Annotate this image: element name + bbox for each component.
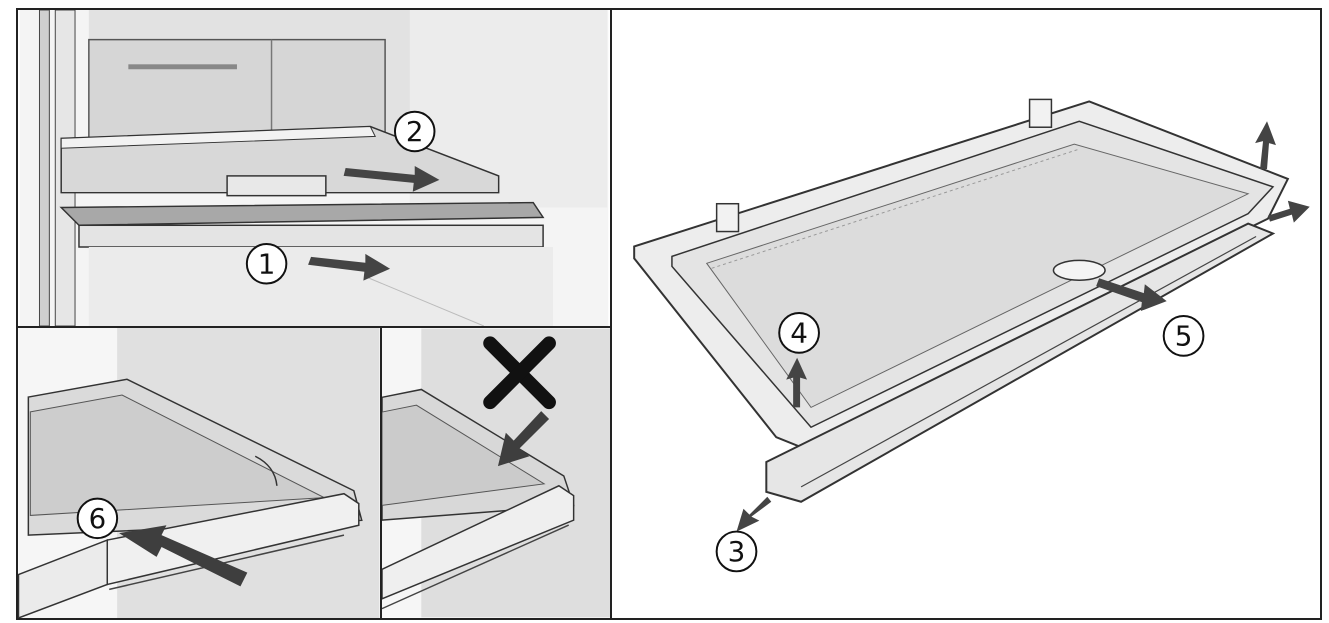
down-arrow-icon — [497, 411, 550, 467]
upper-drawer — [88, 38, 386, 140]
rear-clip — [1028, 98, 1053, 128]
glass-insert-illustration: 6 — [18, 328, 380, 618]
step-label-4: 4 — [790, 316, 808, 349]
pull-arrow-icon — [308, 253, 391, 281]
panel-wrong-insert — [380, 326, 612, 620]
front-rail — [382, 484, 575, 600]
cross-icon — [483, 336, 556, 410]
wrong-insert-illustration — [382, 328, 610, 618]
step-label-5: 5 — [1175, 319, 1193, 352]
lower-shelf-top — [59, 201, 545, 227]
step-label-6: 6 — [89, 502, 107, 535]
lift-arrow-icon — [786, 357, 808, 408]
step-label-3: 3 — [728, 535, 746, 568]
push-arrow-icon — [119, 525, 248, 587]
finger-grip — [1052, 259, 1106, 281]
panel-glass-insert: 6 — [16, 326, 382, 620]
lower-shelf-front — [78, 224, 544, 248]
pull-arrow-icon — [1268, 200, 1310, 223]
shelf-disassembly-illustration: 3 4 5 — [612, 10, 1320, 618]
shelf-clip — [226, 175, 327, 197]
drawer-handle — [128, 64, 237, 70]
shelf-removal-illustration: 2 1 — [19, 10, 609, 326]
pull-arrow-icon — [1096, 278, 1167, 312]
pull-arrow-icon — [736, 496, 772, 532]
rear-clip — [715, 202, 740, 233]
panel-shelf-removal: 2 1 — [16, 8, 612, 328]
pull-arrow-icon — [343, 166, 440, 192]
step-label-1: 1 — [258, 247, 276, 280]
step-label-2: 2 — [406, 115, 424, 148]
lift-arrow-icon — [1255, 121, 1276, 169]
panel-shelf-disassembly: 3 4 5 — [610, 8, 1322, 620]
